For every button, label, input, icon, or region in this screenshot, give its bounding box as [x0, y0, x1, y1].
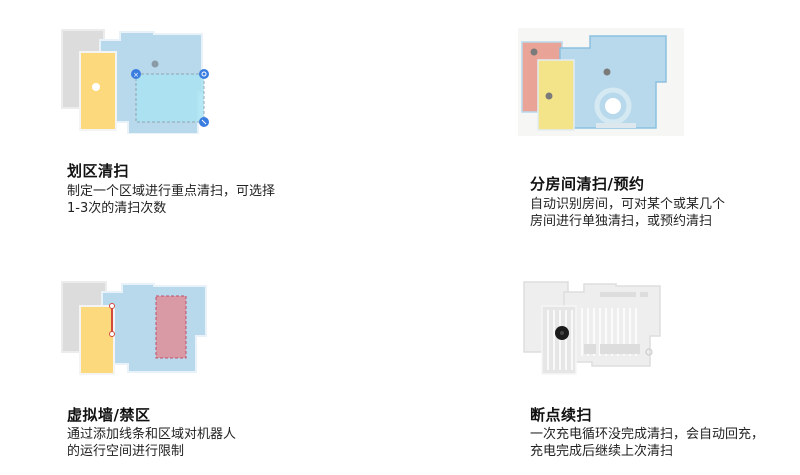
- feature-description: 一次充电循环没完成清扫，会自动回充， 充电完成后继续上次清扫: [530, 427, 765, 459]
- delete-zone-handle-icon[interactable]: [131, 69, 141, 79]
- feature-description: 通过添加线条和区域对机器人 的运行空间进行限制: [67, 427, 237, 459]
- feature-title: 划区清扫: [67, 162, 130, 180]
- feature-description: 自动识别房间，可对某个或某几个 房间进行单独清扫，或预约清扫: [530, 197, 726, 229]
- zone-cleaning-map-illustration: ×: [61, 29, 209, 134]
- feature-description: 制定一个区域进行重点清扫，可选择 1-3次的清扫次数: [67, 184, 276, 216]
- virtual-wall-map-illustration: [61, 281, 207, 375]
- room-cleaning-map-illustration: [518, 28, 684, 136]
- feature-title: 分房间清扫/预约: [530, 175, 645, 193]
- feature-title: 虚拟墙/禁区: [67, 406, 151, 424]
- rotate-zone-handle-icon[interactable]: [199, 69, 209, 79]
- no-go-zone[interactable]: [155, 295, 187, 359]
- svg-text:×: ×: [133, 71, 139, 79]
- feature-title: 断点续扫: [530, 406, 593, 424]
- resume-cleaning-map-illustration: [523, 281, 661, 375]
